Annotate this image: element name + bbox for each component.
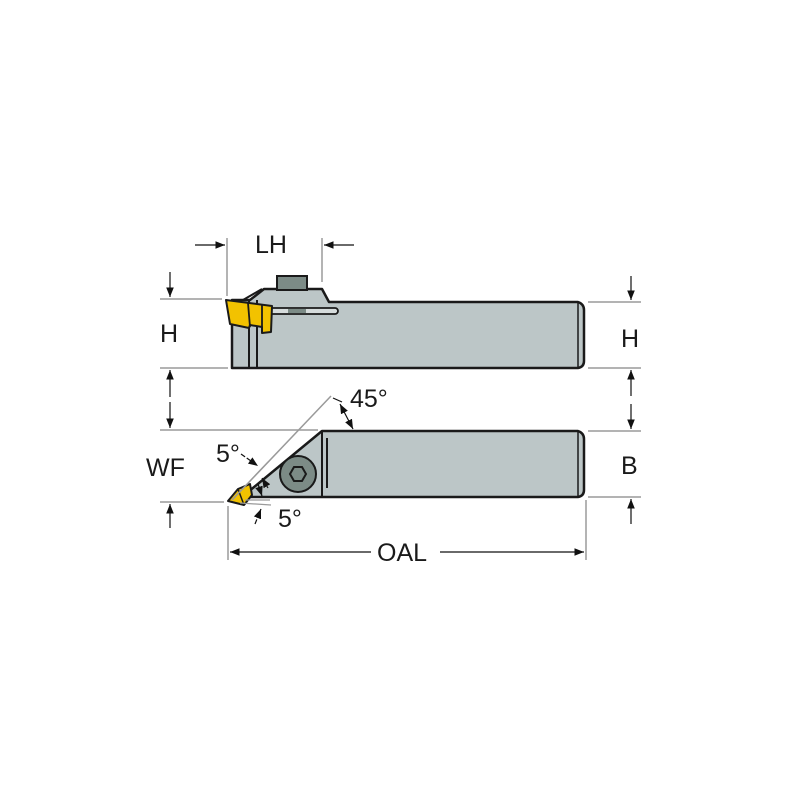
dimension-h-left: H (160, 272, 228, 397)
label-b: B (621, 452, 638, 480)
top-view (227, 395, 586, 506)
dimension-h-right: H (588, 276, 641, 396)
side-view (225, 275, 586, 370)
dimension-lh: LH (195, 231, 354, 296)
dimension-b: B (588, 404, 641, 524)
label-angle-5-top: 5° (216, 440, 240, 468)
label-lh: LH (255, 231, 287, 259)
label-angle-5-bottom: 5° (278, 505, 302, 533)
shank-side (230, 287, 586, 370)
clamp-screw-head (276, 275, 308, 291)
dimension-wf: WF (146, 402, 318, 528)
dimension-angle-5-top: 5° (216, 440, 271, 489)
dimension-angle-5-bottom: 5° (253, 483, 302, 533)
dimension-angle-45: 45° (332, 385, 388, 430)
label-angle-45: 45° (350, 385, 388, 413)
label-h-left: H (160, 320, 178, 348)
label-wf: WF (146, 454, 185, 482)
label-h-right: H (621, 325, 639, 353)
dimension-oal: OAL (227, 500, 587, 567)
label-oal: OAL (377, 539, 427, 567)
hex-socket-icon (288, 466, 308, 482)
